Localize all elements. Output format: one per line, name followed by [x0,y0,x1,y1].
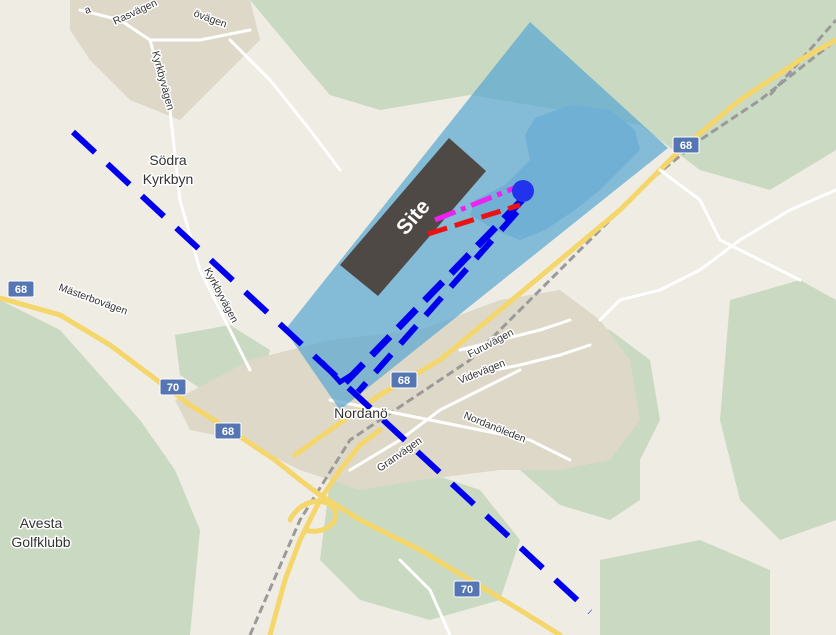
svg-text:70: 70 [461,584,473,596]
route-shield-68-east: 68 [672,136,700,154]
dashed-inner-axis-2 [355,210,520,394]
plume-area [285,22,668,410]
route-shield-68-southwest: 68 [214,422,242,440]
svg-text:70: 70 [167,382,179,394]
route-shield-68-center: 68 [390,371,418,389]
axis-corner-mark [320,360,358,386]
place-label-nordano: Nordanö [334,405,388,421]
svg-text:68: 68 [15,284,27,296]
svg-text:68: 68 [680,140,692,152]
dashed-inner-axis [337,197,525,391]
magenta-dashdot-line [434,182,523,223]
minor-roads [78,8,836,635]
route-shield-70-south: 70 [453,580,481,598]
place-label-sodra: Södra [149,152,187,168]
red-dashed-line [427,202,521,237]
svg-text:68: 68 [222,426,234,438]
route-shield-70-west: 70 [159,378,187,396]
place-label-golfklubb: Golfklubb [11,534,70,550]
route-shield-68-west-edge: 68 [7,280,35,298]
place-label-kyrkbyn: Kyrkbyn [143,171,194,187]
svg-text:68: 68 [398,375,410,387]
place-label-avesta: Avesta [20,515,63,531]
source-point-icon[interactable] [512,180,534,202]
